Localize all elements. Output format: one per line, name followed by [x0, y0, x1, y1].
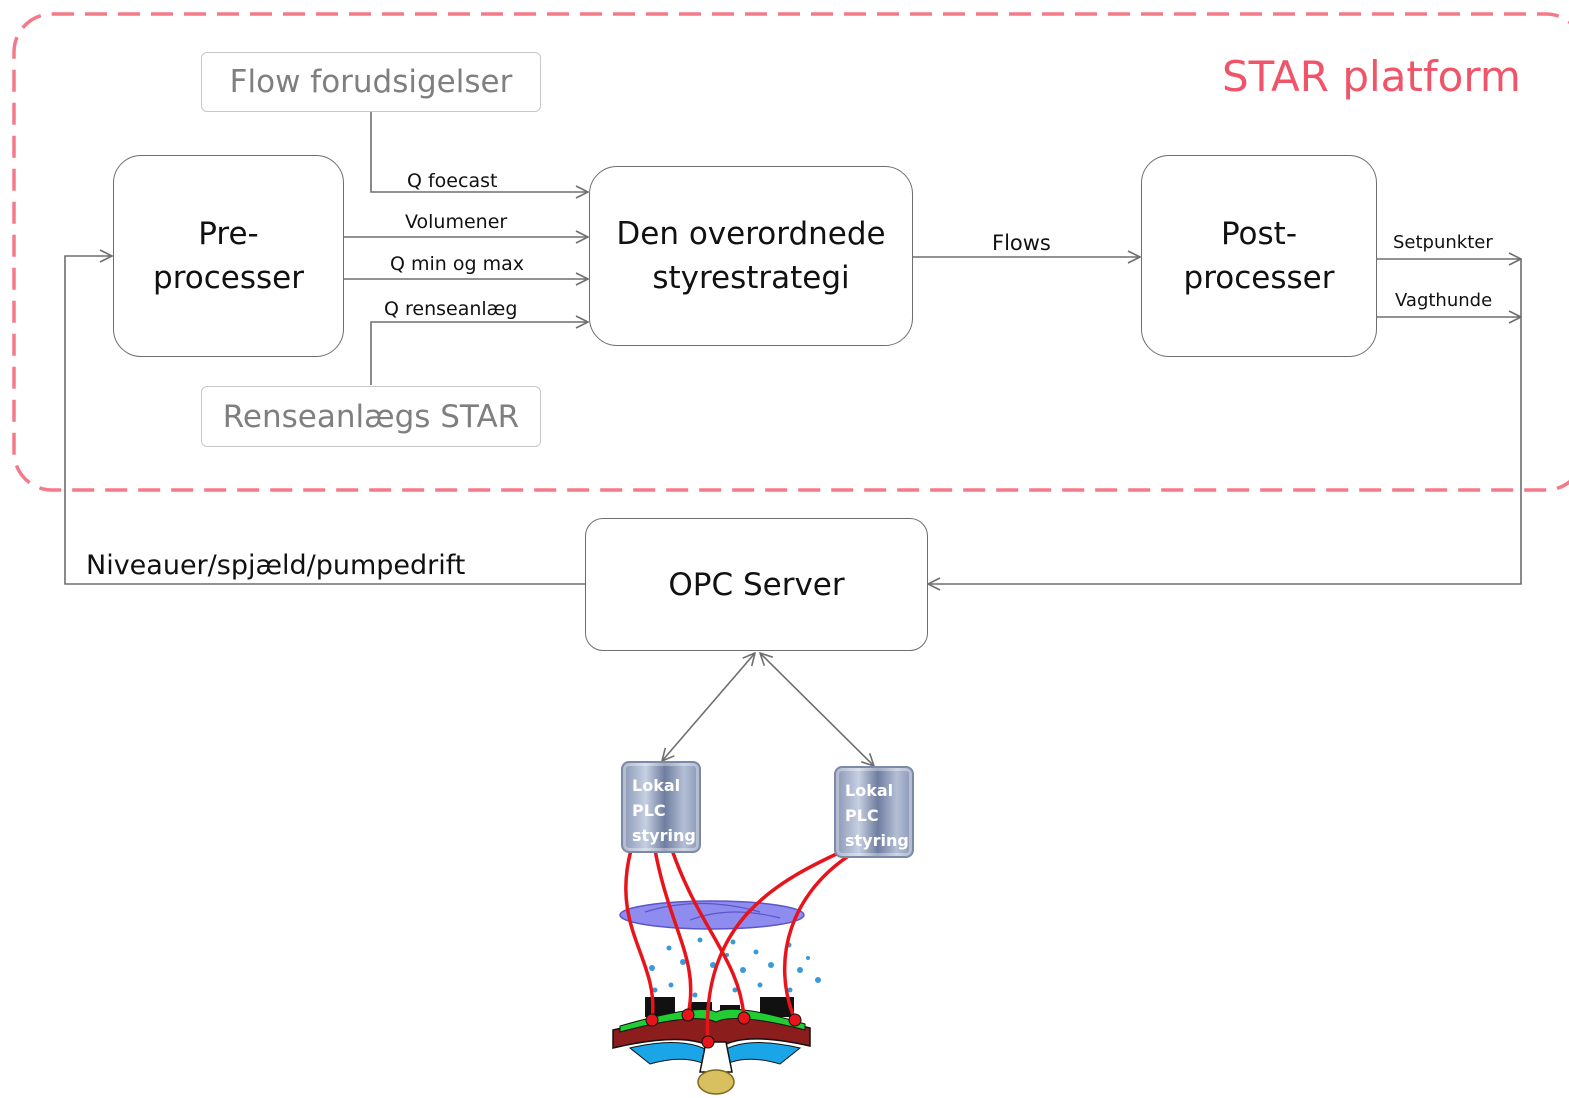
- flow-forecasts-box: Flow forudsigelser: [201, 52, 541, 112]
- control-strategy-box: Den overordnede styrestrategi: [589, 166, 913, 346]
- wwtp-star-label: Renseanlægs STAR: [222, 398, 520, 435]
- control-strategy-line2: styrestrategi: [652, 260, 850, 296]
- watchdogs-label: Vagthunde: [1395, 290, 1493, 311]
- feedback-label: Niveauer/spjæld/pumpedrift: [86, 550, 466, 581]
- postprocessor-line1: Post-: [1220, 216, 1298, 252]
- star-platform-title: STAR platform: [1222, 52, 1521, 101]
- preprocessor-line2: processer: [153, 260, 304, 296]
- feedback-arrow: [64, 256, 585, 585]
- opc-plc1-arrow: [662, 653, 755, 761]
- plc-1-line3: styring: [632, 826, 696, 845]
- q-forecast-arrow: [370, 112, 588, 192]
- plc-unit-2: Lokal PLC styring: [834, 766, 914, 858]
- plc-2-line2: PLC: [845, 806, 879, 825]
- star-platform-boundary: [12, 12, 1569, 492]
- q-wwtp-label: Q renseanlæg: [384, 298, 518, 320]
- control-strategy-line1: Den overordnede: [616, 216, 886, 252]
- q-wwtp-arrow: [370, 322, 588, 385]
- volumes-label: Volumener: [405, 211, 508, 233]
- q-forecast-label: Q foecast: [407, 170, 498, 192]
- setpoints-label: Setpunkter: [1393, 232, 1493, 253]
- opc-server-label: OPC Server: [668, 566, 845, 603]
- opc-plc2-arrow: [760, 653, 874, 766]
- plc-cables: [624, 848, 859, 1043]
- catchment-illustration: [612, 900, 821, 1095]
- flow-forecasts-label: Flow forudsigelser: [229, 64, 513, 100]
- plc-2-line3: styring: [845, 831, 909, 850]
- plc-1-line1: Lokal: [632, 776, 681, 795]
- flows-label: Flows: [992, 231, 1051, 255]
- opc-server-box: OPC Server: [585, 518, 928, 651]
- preprocessor-box: Pre- processer: [113, 155, 344, 357]
- postprocessor-line2: processer: [1183, 260, 1335, 296]
- wwtp-star-box: Renseanlægs STAR: [201, 386, 541, 447]
- plc-unit-1: Lokal PLC styring: [621, 761, 701, 853]
- q-min-max-label: Q min og max: [390, 253, 524, 275]
- opc-input-arrow: [928, 259, 1522, 584]
- sensor-points: [645, 1008, 802, 1049]
- plc-2-line1: Lokal: [845, 781, 894, 800]
- preprocessor-line1: Pre-: [198, 216, 259, 252]
- plc-1-line2: PLC: [632, 801, 666, 820]
- postprocessor-box: Post- processer: [1141, 155, 1377, 357]
